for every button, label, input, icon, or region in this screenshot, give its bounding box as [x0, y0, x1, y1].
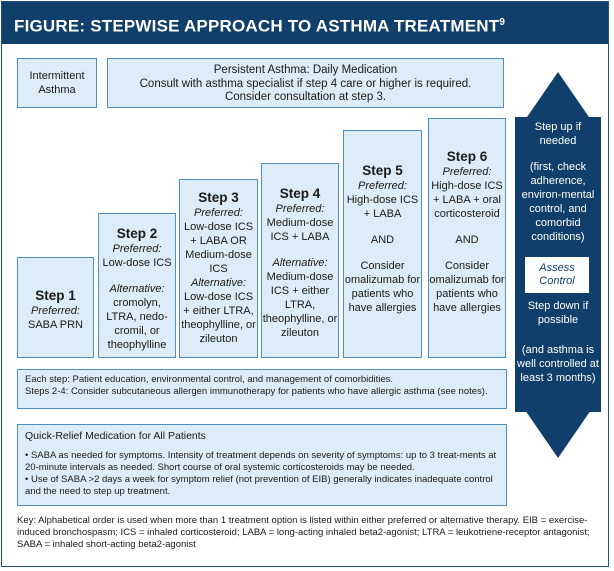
assess-control-box: Assess Control	[524, 256, 590, 294]
step-2-alt-label: Alternative:	[109, 283, 165, 295]
quick-relief-title: Quick-Relief Medication for All Patients	[25, 430, 206, 442]
persistent-line-2: Consult with asthma specialist if step 4…	[139, 77, 472, 90]
step-4-box: Step 4 Preferred: Medium-dose ICS + LABA…	[261, 163, 339, 358]
step-2-alt: cromolyn, LTRA, nedo-cromil, or theophyl…	[106, 297, 168, 351]
quick-relief-box: Quick-Relief Medication for All Patients…	[17, 424, 507, 506]
figure-title: FIGURE: STEPWISE APPROACH TO ASTHMA TREA…	[2, 2, 608, 44]
step-1-preferred-label: Preferred:	[31, 305, 80, 317]
step-4-alt: Medium-dose ICS + either LTRA, theophyll…	[262, 271, 338, 339]
step-3-preferred: Low-dose ICS + LABA OR Medium-dose ICS	[183, 221, 254, 275]
step-4-title: Step 4	[279, 186, 321, 201]
arrow-up-icon	[525, 72, 591, 120]
each-step-box: Each step: Patient education, environmen…	[17, 369, 507, 409]
step-3-title: Step 3	[198, 190, 239, 205]
persistent-line-1: Persistent Asthma: Daily Medication	[213, 64, 398, 76]
step-up-label: Step up if needed	[534, 121, 582, 147]
step-1-title: Step 1	[35, 288, 76, 303]
step-6-box: Step 6 Preferred: High-dose ICS + LABA +…	[428, 118, 506, 358]
step-5-consider: Consider omalizumab for patients who hav…	[344, 260, 421, 314]
intermittent-asthma-box: Intermittent Asthma	[17, 58, 97, 108]
step-2-box: Step 2 Preferred: Low-dose ICS Alternati…	[98, 213, 176, 358]
step-5-title: Step 5	[362, 163, 403, 178]
step-6-preferred-label: Preferred:	[442, 166, 492, 178]
step-up-note: (first, check adherence, environ-mental …	[521, 161, 595, 243]
step-6-and: AND	[455, 234, 479, 246]
step-6-preferred: High-dose ICS + LABA + oral corticostero…	[431, 180, 503, 220]
step-1-box: Step 1 Preferred: SABA PRN	[17, 257, 94, 358]
persistent-line-3: Consider consultation at step 3.	[224, 91, 387, 103]
step-2-title: Step 2	[116, 226, 158, 241]
step-4-preferred: Medium-dose ICS + LABA	[266, 217, 334, 243]
step-4-alt-label: Alternative:	[272, 257, 328, 269]
step-2-preferred: Low-dose ICS	[102, 257, 172, 269]
each-step-line-2: Steps 2-4: Consider subcutaneous allerge…	[25, 386, 488, 397]
quick-relief-bullet-1: • SABA as needed for symptoms. Intensity…	[25, 450, 497, 473]
arrow-down-icon	[525, 410, 591, 458]
step-up-down-column: Step up if needed (first, check adherenc…	[515, 117, 601, 412]
key-text: Key: Alphabetical order is used when mor…	[17, 515, 590, 550]
step-5-preferred: High-dose ICS + LABA	[346, 194, 419, 220]
step-3-preferred-label: Preferred:	[194, 207, 243, 219]
each-step-line-1: Each step: Patient education, environmen…	[25, 374, 394, 385]
step-5-preferred-label: Preferred:	[358, 180, 407, 192]
step-2-preferred-label: Preferred:	[112, 243, 162, 255]
step-down-label: Step down if possible	[527, 300, 589, 326]
step-arrows	[525, 72, 591, 458]
step-5-box: Step 5 Preferred: High-dose ICS + LABA A…	[343, 130, 422, 358]
step-3-alt: Low-dose ICS + either LTRA, theophylline…	[181, 291, 256, 345]
intermittent-asthma-label: Intermittent Asthma	[29, 70, 85, 96]
step-3-box: Step 3 Preferred: Low-dose ICS + LABA OR…	[179, 179, 258, 358]
step-4-preferred-label: Preferred:	[275, 203, 325, 215]
persistent-asthma-box: Persistent Asthma: Daily Medication Cons…	[107, 58, 504, 108]
step-6-title: Step 6	[446, 149, 488, 164]
step-5-and: AND	[370, 234, 395, 246]
step-down-note: (and asthma is well controlled at least …	[517, 344, 599, 384]
step-6-consider: Consider omalizumab for patients who hav…	[429, 260, 505, 314]
step-3-alt-label: Alternative:	[190, 277, 247, 289]
step-1-preferred: SABA PRN	[27, 319, 84, 331]
quick-relief-bullet-2: • Use of SABA >2 days a week for symptom…	[25, 474, 493, 497]
